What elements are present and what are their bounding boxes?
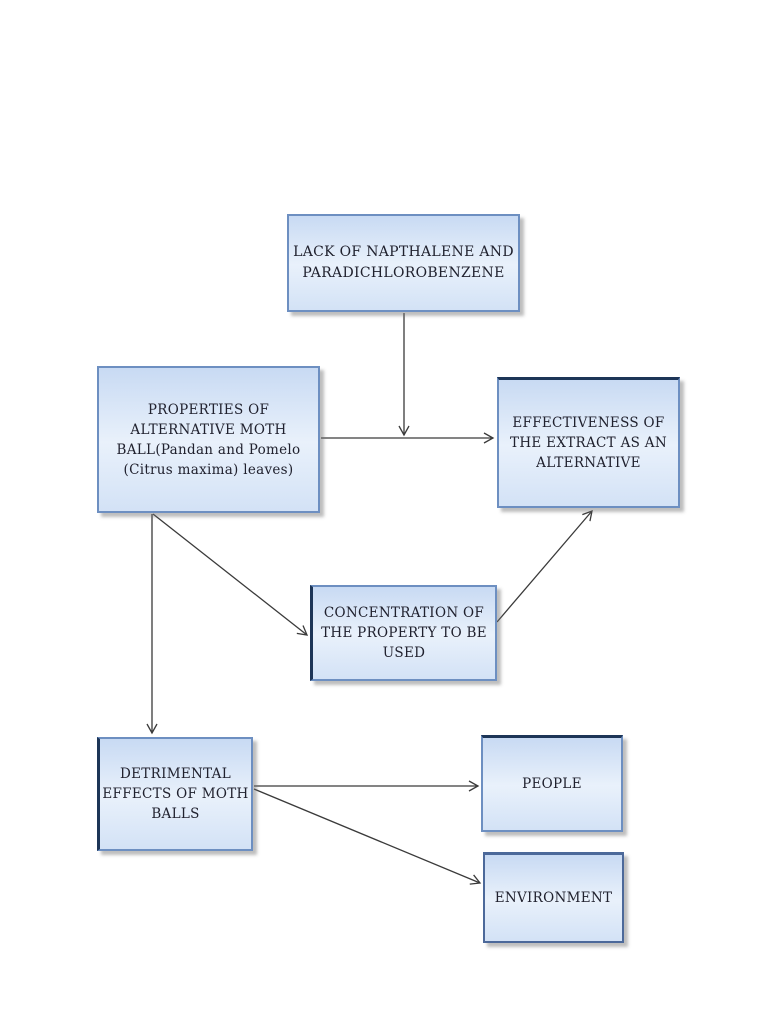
node-text-line: ALTERNATIVE <box>536 455 641 471</box>
node-text-line: (Citrus maxima) leaves) <box>123 461 294 478</box>
node-text-line: LACK OF NAPTHALENE AND <box>293 244 514 260</box>
node-text-line: PARADICHLOROBENZENE <box>302 265 505 281</box>
node-properties-of-alternative-moth-ball: PROPERTIES OF ALTERNATIVE MOTH BALL(Pand… <box>97 366 320 513</box>
node-people: PEOPLE <box>481 735 623 832</box>
edge-properties-to-concentration <box>152 513 309 636</box>
node-text-line: BALLS <box>151 806 200 822</box>
node-text-line: THE PROPERTY TO BE <box>321 625 487 641</box>
node-text-line: ENVIRONMENT <box>494 890 613 906</box>
edge-concentration-to-effectiveness <box>496 509 593 623</box>
node-text-line: USED <box>382 645 426 661</box>
node-text-line: THE EXTRACT AS AN <box>510 435 667 451</box>
node-environment: ENVIRONMENT <box>483 852 624 943</box>
node-text-line: PROPERTIES OF <box>147 401 270 418</box>
node-text-line: DETRIMENTAL <box>120 766 231 782</box>
node-text-line: CONCENTRATION OF <box>323 605 485 621</box>
node-lack-of-napthalene: LACK OF NAPTHALENE AND PARADICHLOROBENZE… <box>287 214 520 312</box>
node-concentration-of-property: CONCENTRATION OF THE PROPERTY TO BE USED <box>310 585 497 681</box>
node-text-line: EFFECTIVENESS OF <box>512 415 665 431</box>
node-text-line: ALTERNATIVE MOTH <box>130 421 287 438</box>
node-detrimental-effects: DETRIMENTAL EFFECTS OF MOTH BALLS <box>97 737 253 851</box>
node-text-line: EFFECTS OF MOTH <box>102 786 249 802</box>
node-effectiveness-of-extract: EFFECTIVENESS OF THE EXTRACT AS AN ALTER… <box>497 377 680 508</box>
node-text-line: PEOPLE <box>522 776 582 792</box>
edge-detrimental-to-environment <box>253 788 482 885</box>
node-text-line: BALL(Pandan and Pomelo <box>116 441 301 458</box>
